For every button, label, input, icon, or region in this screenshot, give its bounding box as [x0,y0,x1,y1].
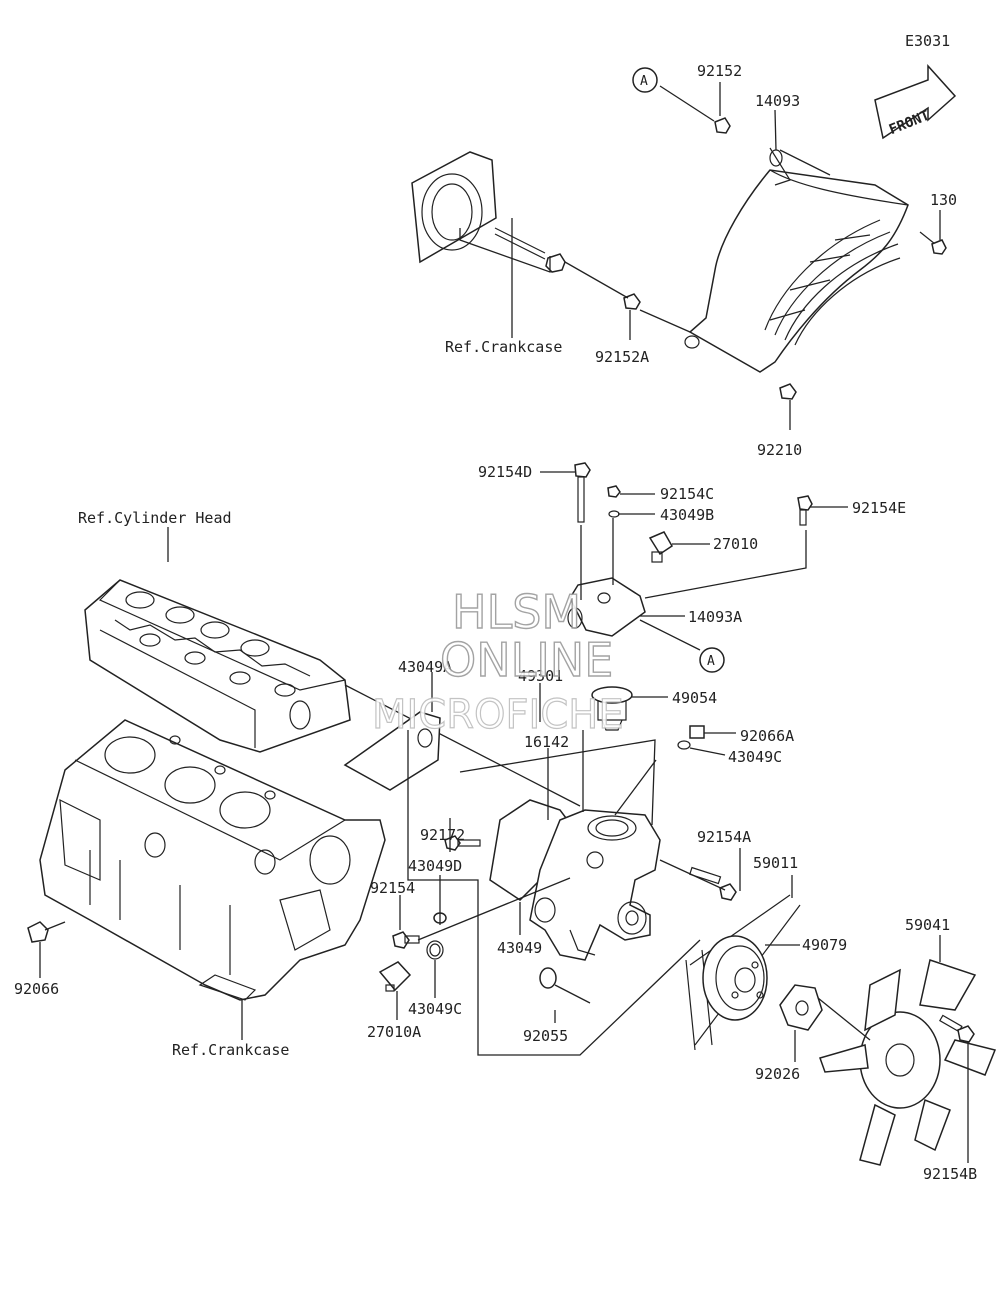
label-49079: 49079 [802,936,847,954]
svg-text:HLSM: HLSM [452,585,581,639]
thermostat-housing-drawing [567,462,813,750]
label-92154: 92154 [370,879,415,897]
label-27010a: 27010A [367,1023,421,1041]
label-92154e: 92154E [852,499,906,517]
label-92152: 92152 [697,62,742,80]
label-92066a: 92066A [740,727,794,745]
label-49301: 49301 [518,667,563,685]
label-92154c: 92154C [660,485,714,503]
label-130: 130 [930,191,957,209]
label-16142: 16142 [524,733,569,751]
svg-text:ONLINE: ONLINE [440,633,613,687]
ref-crankcase-bottom: Ref.Crankcase [172,1041,289,1059]
watermark: HLSM ONLINE MICROFICHE [371,584,624,738]
label-92154a: 92154A [697,828,751,846]
svg-text:A: A [640,74,648,89]
label-49054: 49054 [672,689,717,707]
svg-text:A: A [707,654,715,669]
diagram-code: E3031 [905,32,950,50]
ref-cylinder-head: Ref.Cylinder Head [78,509,232,527]
label-27010: 27010 [713,535,758,553]
label-92026: 92026 [755,1065,800,1083]
label-92152a: 92152A [595,348,649,366]
label-92066: 92066 [14,980,59,998]
front-arrow-icon: FRONT [874,64,957,140]
cylinder-head-drawing [84,579,351,753]
leader-lines-top [459,82,941,430]
label-59041: 59041 [905,916,950,934]
cylinder-block-drawing [27,719,386,1001]
label-43049b: 43049B [660,506,714,524]
label-14093: 14093 [755,92,800,110]
label-43049: 43049 [497,939,542,957]
label-92210: 92210 [757,441,802,459]
label-92154b: 92154B [923,1165,977,1183]
water-pump-drawing [343,711,737,992]
callout-a-mid: A [699,647,725,673]
label-43049a: 43049A [398,658,452,676]
label-92055: 92055 [523,1027,568,1045]
label-14093a: 14093A [688,608,742,626]
callout-a-top: A [632,67,658,93]
leader-lines-thermostat [540,471,848,756]
label-92172: 92172 [420,826,465,844]
label-43049c-bottom: 43049C [408,1000,462,1018]
leader-lines-pump [396,672,741,1056]
assembly-line-head [344,684,581,807]
label-43049d: 43049D [408,857,462,875]
svg-text:MICROFICHE: MICROFICHE [372,692,624,738]
label-92154d: 92154D [478,463,532,481]
label-59011: 59011 [753,854,798,872]
fan-shroud-drawing [411,117,947,400]
leader-lines-fan [765,875,969,1163]
fan-pulley-drawing [685,894,997,1166]
ref-crankcase-top: Ref.Crankcase [445,338,562,356]
label-43049c-top: 43049C [728,748,782,766]
